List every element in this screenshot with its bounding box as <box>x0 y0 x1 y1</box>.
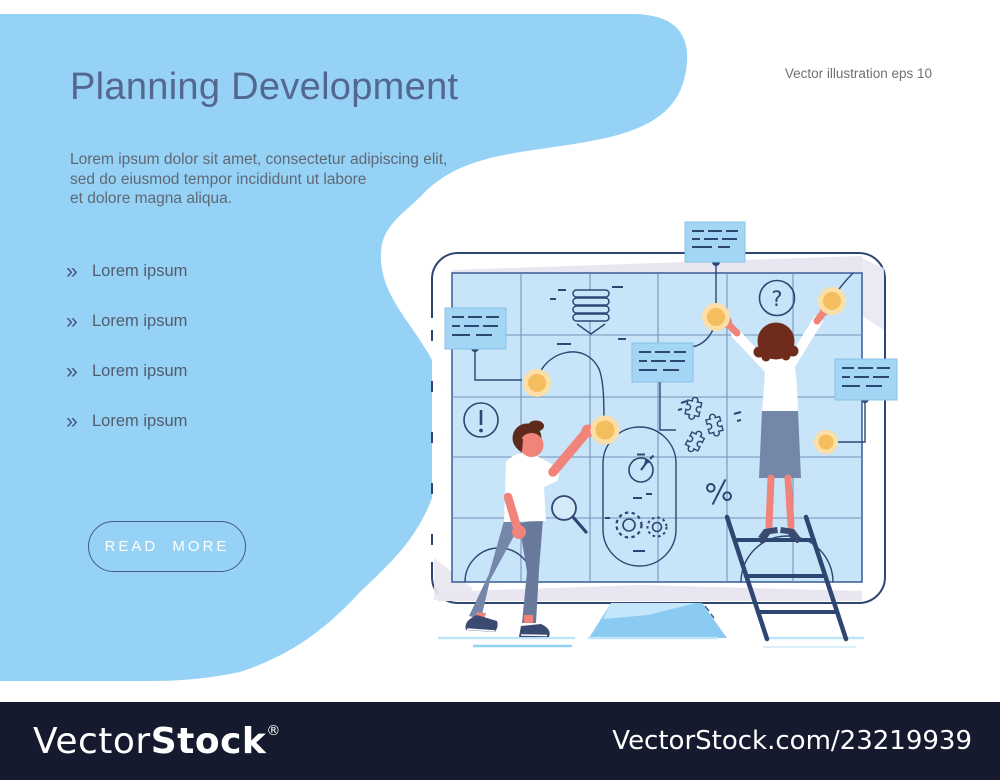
read-more-button[interactable]: READ MORE <box>88 521 246 572</box>
intro-line: sed do eiusmod tempor incididunt ut labo… <box>70 170 367 188</box>
pin-dots <box>523 287 846 454</box>
woman-figure <box>720 303 832 543</box>
feature-label: Lorem ipsum <box>92 361 188 380</box>
ladder <box>724 514 849 642</box>
chevron-right-icon: » <box>66 309 78 333</box>
feature-label: Lorem ipsum <box>92 311 188 330</box>
percent-icon <box>706 478 732 506</box>
gears-icon <box>605 493 668 552</box>
eps-caption: Vector illustration eps 10 <box>784 66 932 81</box>
svg-text:?: ? <box>771 287 782 311</box>
layers-icon <box>550 286 626 345</box>
sticky-note-top <box>684 221 746 263</box>
feature-item: » Lorem ipsum <box>66 259 187 283</box>
registered-mark: ® <box>266 722 281 739</box>
sticky-note-left <box>444 307 507 350</box>
stopwatch-icon <box>628 453 655 483</box>
feature-label: Lorem ipsum <box>92 411 188 430</box>
logo-text-light: Vector <box>33 720 151 762</box>
vectorstock-logo: VectorStock® <box>33 721 281 762</box>
monitor-stand <box>589 603 727 638</box>
chevron-right-icon: » <box>66 409 78 433</box>
feature-label: Lorem ipsum <box>92 261 188 280</box>
puzzle-icon <box>677 396 742 453</box>
ground-lines <box>438 636 864 648</box>
intro-line: et dolore magna aliqua. <box>70 190 233 207</box>
sticky-note-right <box>834 358 898 401</box>
man-figure <box>465 420 595 637</box>
exclamation-icon <box>463 402 499 438</box>
background-blob <box>0 14 688 681</box>
page-title: Planning Development <box>70 66 459 108</box>
feature-item: » Lorem ipsum <box>66 409 187 433</box>
logo-text-bold: Stock <box>150 720 267 762</box>
question-icon: ? <box>758 279 796 317</box>
sticky-note-middle <box>631 342 694 383</box>
chevron-right-icon: » <box>66 259 78 283</box>
tablet-illustration: ? <box>431 221 898 648</box>
image-reference: VectorStock.com/23219939 <box>612 726 972 756</box>
feature-list: » Lorem ipsum » Lorem ipsum » Lorem ipsu… <box>66 259 187 459</box>
feature-item: » Lorem ipsum <box>66 309 187 333</box>
feature-item: » Lorem ipsum <box>66 359 187 383</box>
intro-line: Lorem ipsum dolor sit amet, consectetur … <box>70 151 448 168</box>
sticky-notes <box>444 221 898 401</box>
watermark-bar: VectorStock® VectorStock.com/23219939 <box>0 702 1000 780</box>
chevron-right-icon: » <box>66 359 78 383</box>
intro-paragraph: Lorem ipsum dolor sit amet, consectetur … <box>70 150 447 209</box>
search-icon <box>551 495 588 534</box>
